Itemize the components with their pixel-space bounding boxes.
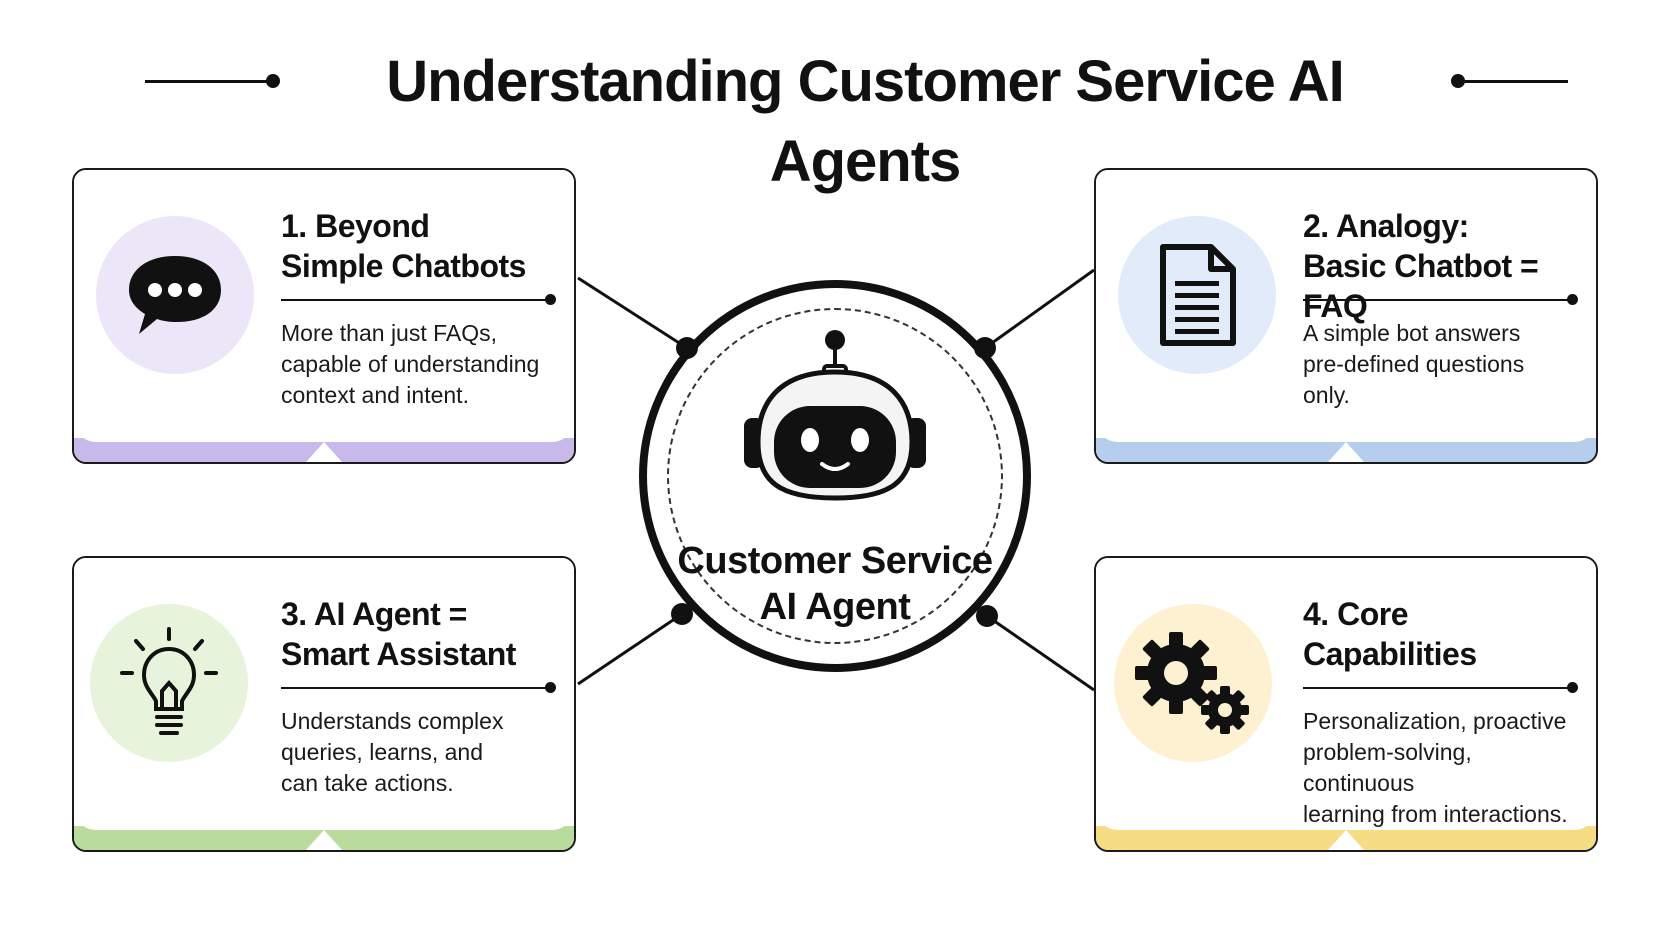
title-left-dot	[266, 74, 280, 88]
card-core-capabilities: 4. Core Capabilities Personalization, pr…	[1094, 556, 1598, 852]
card-notch	[306, 442, 342, 462]
hub-label: Customer Service AI Agent	[677, 540, 993, 628]
title-row: Understanding Customer Service AI Agents	[0, 42, 1672, 194]
card-rule	[1303, 299, 1573, 301]
card-rule	[281, 687, 551, 689]
card-title: 3. AI Agent = Smart Assistant	[281, 596, 516, 672]
lightbulb-icon	[120, 627, 218, 735]
card-rule	[281, 299, 551, 301]
card-description: Understands complex queries, learns, and…	[281, 708, 504, 796]
title-left-rule	[145, 80, 273, 83]
card-description: Personalization, proactive problem-solvi…	[1303, 708, 1568, 827]
card-icon-circle	[1114, 604, 1272, 762]
robot-icon	[744, 330, 926, 501]
card-icon-circle	[1118, 216, 1276, 374]
card-icon-circle	[96, 216, 254, 374]
card-rule	[1303, 687, 1573, 689]
page-title: Understanding Customer Service AI Agents	[386, 49, 1345, 194]
card-rule-dot	[545, 682, 556, 693]
gears-icon	[1135, 632, 1249, 734]
title-right-rule	[1458, 80, 1568, 83]
card-rule-dot	[1567, 682, 1578, 693]
card-beyond-chatbots: 1. Beyond Simple Chatbots More than just…	[72, 168, 576, 464]
card-description: A simple bot answers pre-defined questio…	[1303, 320, 1525, 408]
card-rule-dot	[545, 294, 556, 305]
card-title: 4. Core Capabilities	[1303, 596, 1477, 672]
card-title: 1. Beyond Simple Chatbots	[281, 208, 526, 284]
document-icon	[1160, 244, 1236, 346]
card-analogy: 2. Analogy: Basic Chatbot = FAQ A simple…	[1094, 168, 1598, 464]
hub-dashed-ring	[667, 308, 1003, 644]
card-ai-agent: 3. AI Agent = Smart Assistant Understand…	[72, 556, 576, 852]
card-icon-circle	[90, 604, 248, 762]
card-notch	[1328, 442, 1364, 462]
chat-bubble-icon	[129, 256, 221, 334]
card-notch	[1328, 830, 1364, 850]
card-title: 2. Analogy: Basic Chatbot = FAQ	[1303, 208, 1539, 324]
card-description: More than just FAQs, capable of understa…	[281, 320, 540, 408]
central-hub: Customer Service AI Agent	[639, 280, 1031, 672]
card-rule-dot	[1567, 294, 1578, 305]
card-notch	[306, 830, 342, 850]
